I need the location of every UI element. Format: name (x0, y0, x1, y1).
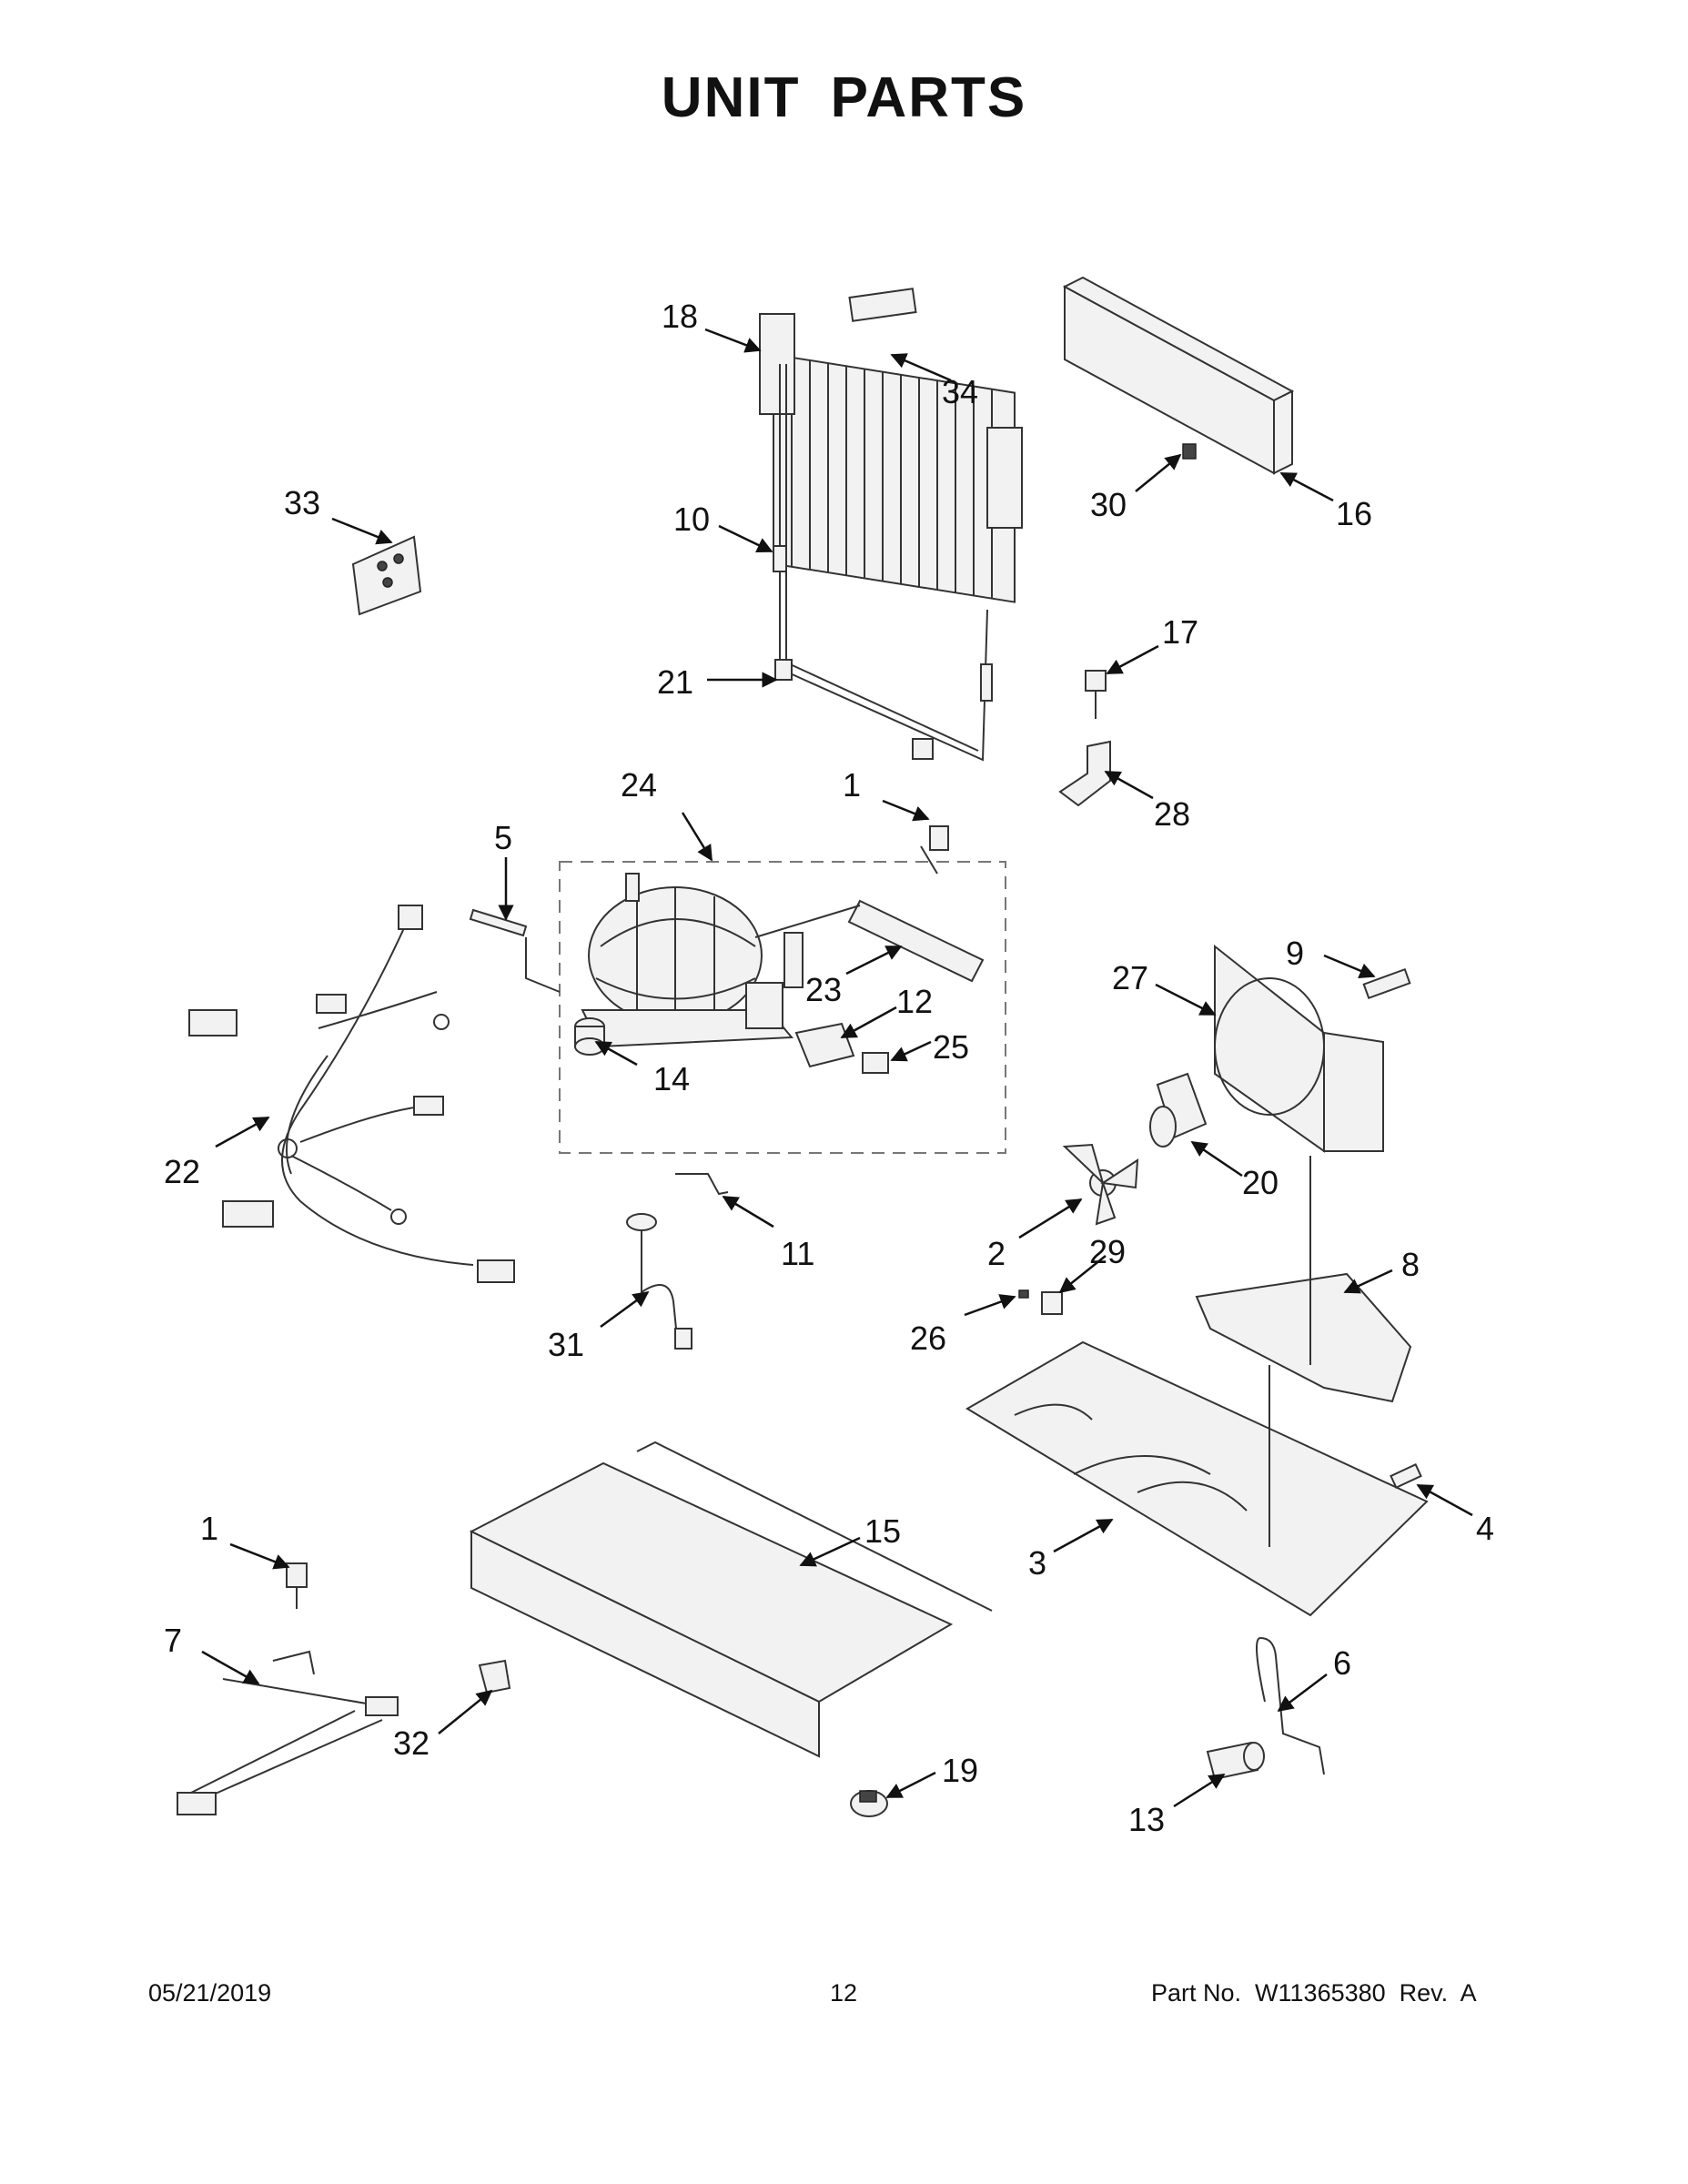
footer-date: 05/21/2019 (148, 1979, 272, 2007)
callout-11: 11 (781, 1235, 814, 1272)
compressor-group-outline-24 (559, 861, 1006, 1154)
tube-part-11 (675, 1173, 729, 1196)
drier-part-23 (754, 899, 985, 983)
callout-1-lower: 1 (200, 1510, 218, 1547)
wire-harness-part-7 (177, 1650, 399, 1815)
callout-30: 30 (1090, 486, 1127, 523)
callout-27: 27 (1112, 959, 1148, 996)
fan-blade-part-2 (1062, 1143, 1139, 1226)
compressor-part-24 (581, 873, 804, 1048)
evaporator-part-15 (469, 1441, 993, 1758)
callout-29: 29 (1089, 1233, 1126, 1270)
wire-harness-part-22 (188, 905, 515, 1283)
tube-part-6 (1256, 1636, 1325, 1775)
relay-part-12 (794, 1022, 855, 1068)
callout-5: 5 (494, 819, 512, 856)
strap-lead-line (525, 937, 561, 993)
callout-20: 20 (1242, 1164, 1279, 1201)
tubing-parts-10-21 (773, 364, 993, 762)
callout-13: 13 (1128, 1801, 1165, 1838)
grommet-part-14 (574, 1017, 605, 1056)
callout-4: 4 (1476, 1510, 1494, 1547)
callout-3: 3 (1028, 1544, 1046, 1582)
callout-34: 34 (942, 373, 978, 410)
fan-motor-part-20 (1149, 1072, 1208, 1148)
callout-14: 14 (653, 1060, 690, 1097)
capacitor-part-13 (1206, 1741, 1265, 1781)
callout-25: 25 (933, 1028, 969, 1066)
screw-part-1-lower (286, 1562, 308, 1609)
pad-part-34 (848, 288, 917, 322)
bracket-part-28 (1058, 740, 1111, 807)
clip-part-30 (1182, 443, 1197, 460)
clip-part-32 (478, 1659, 511, 1694)
leader-arrows (201, 328, 1473, 1808)
screw-part-9 (1362, 967, 1411, 1000)
callout-31: 31 (548, 1326, 584, 1363)
callout-2: 2 (987, 1235, 1006, 1272)
callout-26: 26 (910, 1320, 946, 1357)
bushing-part-29 (1041, 1291, 1063, 1315)
fan-shroud-part-27 (1214, 944, 1384, 1153)
overload-part-25 (862, 1052, 889, 1074)
callout-33: 33 (284, 484, 320, 521)
bracket-part-8 (1195, 1272, 1412, 1403)
condenser-cover-part-16 (1062, 276, 1295, 475)
callout-19: 19 (942, 1752, 978, 1789)
callout-21: 21 (657, 663, 693, 701)
condenser-part-18 (759, 313, 1023, 603)
control-board-part-33 (351, 535, 422, 616)
footer-page-number: 12 (830, 1979, 858, 2007)
callout-6: 6 (1333, 1644, 1351, 1682)
callout-9: 9 (1286, 935, 1304, 972)
callout-32: 32 (393, 1724, 430, 1762)
callout-28: 28 (1154, 795, 1190, 833)
callout-16: 16 (1336, 495, 1372, 532)
callout-labels: 18 34 33 10 30 16 21 17 28 24 1 5 23 12 … (164, 298, 1494, 1838)
clip-part-26 (1018, 1289, 1029, 1299)
callout-1-upper: 1 (843, 766, 861, 804)
footer-part-number: Part No. W11365380 Rev. A (1151, 1979, 1477, 2007)
page-title: UNIT PARTS (661, 66, 1027, 129)
callout-18: 18 (662, 298, 698, 335)
callout-22: 22 (164, 1153, 200, 1190)
screw-part-4 (1390, 1462, 1422, 1490)
screw-part-1-upper (920, 825, 949, 875)
callout-17: 17 (1162, 613, 1198, 651)
base-plate-part-3 (965, 1340, 1429, 1617)
callout-15: 15 (864, 1512, 901, 1550)
callout-12: 12 (896, 983, 933, 1020)
drain-tube-part-31 (626, 1213, 692, 1350)
screw-part-17 (1085, 670, 1107, 719)
callout-10: 10 (673, 500, 710, 538)
sensor-part-19 (850, 1790, 888, 1817)
callout-24: 24 (621, 766, 657, 804)
callout-7: 7 (164, 1622, 182, 1659)
callout-8: 8 (1401, 1246, 1420, 1283)
strap-part-5 (469, 908, 528, 937)
callout-23: 23 (805, 971, 842, 1008)
